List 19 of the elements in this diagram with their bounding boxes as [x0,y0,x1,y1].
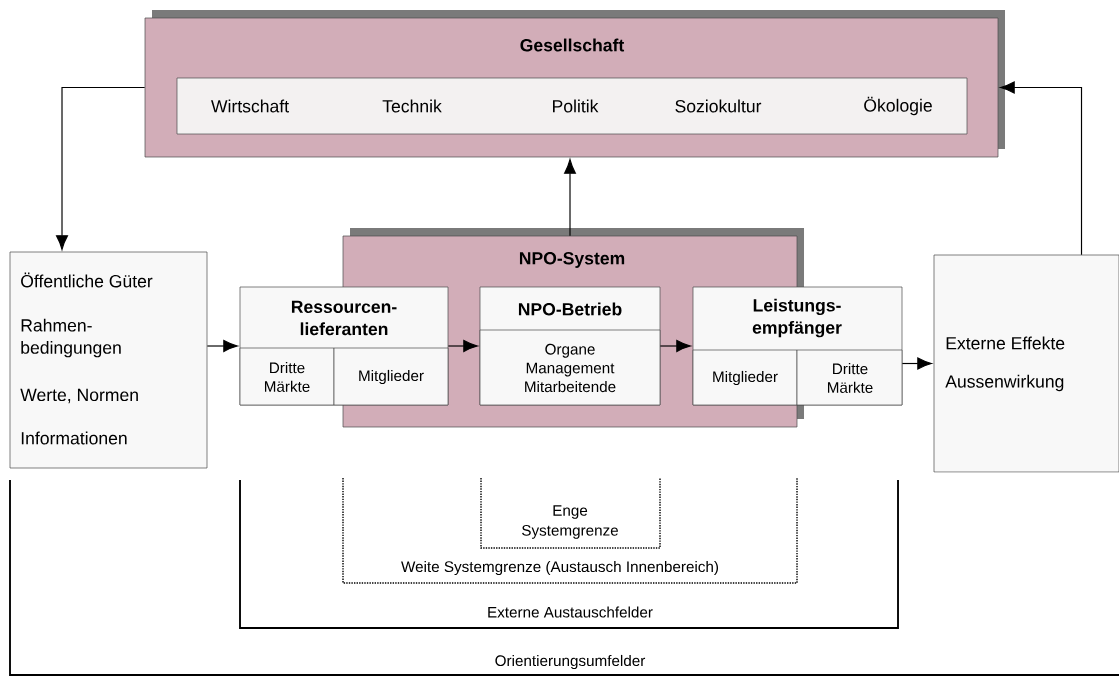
table-cell: Mitglieder [692,349,798,406]
table-cell: Organe Management Mitarbeitende [479,329,661,406]
arrow [659,340,691,352]
table-cell: Mitglieder [333,347,449,406]
bracket-label: Orientierungsumfelder [495,654,646,670]
environment-box: Öffentliche Güter Rahmen- bedingungen Werte, Normen Informationen [9,251,208,469]
arrow [1000,81,1083,256]
effects-box: Externe Effekte Aussenwirkung [933,254,1119,473]
arrow [901,357,932,370]
bracket-label: Weite Systemgrenze (Austausch Innenbereich) [401,560,719,576]
arrow [447,340,478,352]
arrow [56,86,146,250]
arrow [564,159,576,237]
table-cell: Dritte Märkte [239,347,335,406]
bracket-label: Externe Austauschfelder [488,606,653,618]
table-cell: Dritte Märkte [796,349,903,406]
bracket-label: Enge Systemgrenze [522,505,618,539]
domain-band: Wirtschaft Technik Politik Soziokultur Ökologie [176,77,968,135]
arrow [206,340,238,352]
